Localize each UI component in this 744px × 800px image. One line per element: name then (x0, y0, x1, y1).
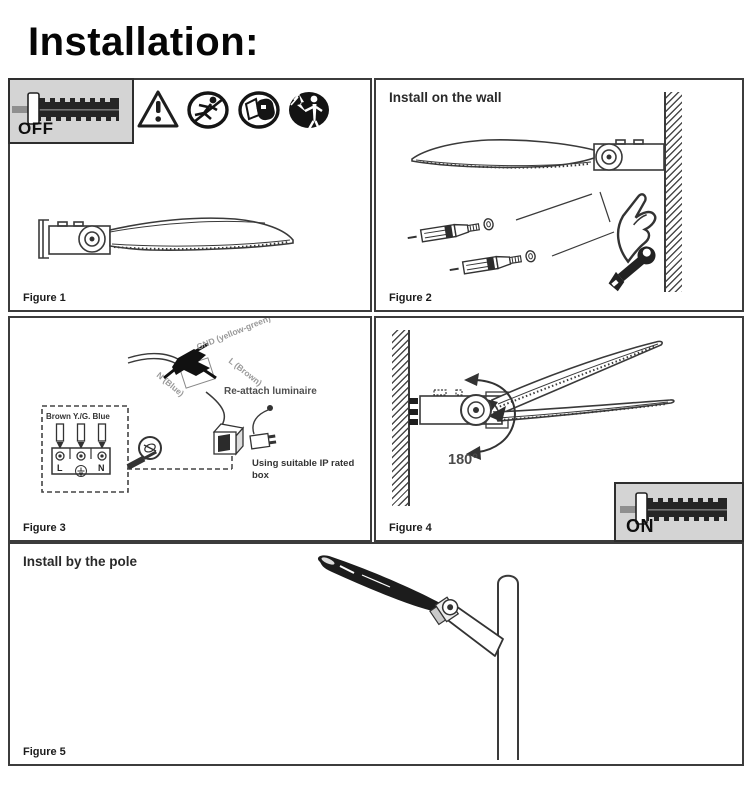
figure-2-panel: Install on the wall Figure 2 (374, 78, 744, 312)
figure-1-caption: Figure 1 (23, 292, 66, 304)
luminaire-side-view (38, 217, 294, 259)
figure-4-panel: 180° ON Figure 4 (374, 316, 744, 593)
wire-label-gnd: GND (yellow-green) (195, 318, 272, 352)
figure-5-caption: Figure 5 (23, 746, 66, 758)
plug-wire-end (267, 405, 273, 411)
breaker-on-inset: ON (614, 482, 744, 593)
mount-collar (429, 596, 460, 626)
figure-2-caption: Figure 2 (389, 292, 432, 304)
anchor-bolts (405, 217, 538, 277)
breaker-on-illustration: ON (619, 492, 744, 593)
figure-5-drawing (317, 555, 519, 760)
terminal-neutral-label: N (98, 463, 105, 473)
pin-tips (56, 442, 106, 449)
terminal-header: Brown Y./G. Blue (46, 412, 110, 421)
figure-5-panel: Install by the pole Figure 5 (8, 542, 744, 766)
electric-shock-icon (289, 92, 329, 130)
figure-3-caption: Figure 3 (23, 522, 66, 534)
wall-surface (664, 92, 682, 292)
ip-box-note: Using suitable IP rated box (252, 458, 355, 482)
no-slip-fall-icon (187, 91, 229, 129)
terminal-live-label: L (57, 463, 63, 473)
breaker-off-inset: OFF (8, 78, 134, 195)
luminaire-on-pole (317, 555, 460, 626)
breaker-on-label: ON (626, 516, 654, 536)
figure-4-drawing: 180° (409, 340, 675, 468)
figure-4-caption: Figure 4 (389, 522, 432, 534)
figure-1-drawing (38, 217, 294, 259)
plug-wire (252, 409, 269, 435)
leader-lines (515, 191, 615, 257)
pointing-hand-icon (599, 191, 672, 263)
screwdriver-screw-icon (126, 436, 162, 470)
figure-2-drawing (405, 139, 672, 292)
figure-3-panel: GND (yellow-green) L (Brown) N (Blue) Re… (8, 316, 372, 542)
breaker-off-illustration: OFF (11, 92, 134, 195)
figure-3-drawing: GND (yellow-green) L (Brown) N (Blue) Re… (41, 318, 317, 493)
figure-2-header: Install on the wall (389, 90, 502, 105)
wire-connector (163, 342, 217, 380)
dashed-connection-line (127, 454, 233, 470)
junction-box (212, 423, 245, 456)
tilt-adjustment-view (409, 340, 675, 429)
reattach-note: Re-attach luminaire (224, 386, 317, 397)
wire-label-live: L (Brown) (227, 356, 264, 388)
terminal-block-detail: Brown Y./G. Blue L N (41, 405, 129, 493)
figure-1-panel: OFF (8, 78, 372, 312)
luminaire-on-wall (411, 139, 665, 171)
figure-5-header: Install by the pole (23, 554, 138, 569)
plug-connector (249, 432, 277, 450)
warning-icons-row (136, 88, 331, 132)
wall-surface (392, 330, 410, 506)
no-touch-cover-icon (238, 91, 280, 129)
page-title: Installation: (28, 20, 259, 64)
rotation-angle-label: 180° (448, 452, 478, 468)
warning-triangle-icon (137, 90, 179, 128)
wrench-icon (608, 246, 656, 292)
rotation-arrow (464, 373, 516, 460)
earth-symbol-icon (75, 465, 87, 477)
pole (497, 574, 519, 760)
breaker-off-label: OFF (18, 119, 54, 138)
